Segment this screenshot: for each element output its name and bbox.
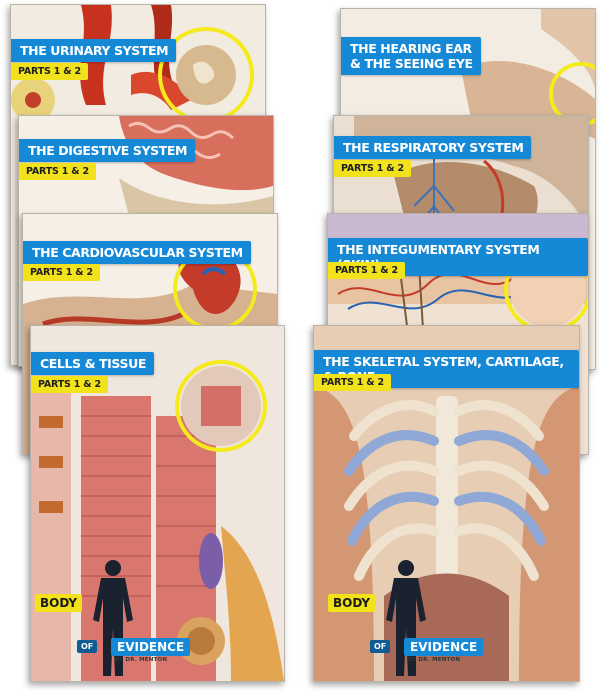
dvd-card-cells-tissue[interactable]: CELLS & TISSUE PARTS 1 & 2 BODY OF EVIDE… — [30, 325, 285, 682]
hearing-seeing-title: THE HEARING EAR & THE SEEING EYE — [341, 37, 481, 75]
cardiovascular-title: THE CARDIOVASCULAR SYSTEM — [23, 241, 251, 264]
logo-word-evidence: EVIDENCE — [111, 638, 191, 656]
logo-author: BY DR. MENTON — [115, 657, 168, 663]
digestive-title: THE DIGESTIVE SYSTEM — [19, 139, 196, 162]
right-column: THE HEARING EAR & THE SEEING EYE THE RES… — [300, 0, 600, 695]
logo-author: BY DR. MENTON — [408, 657, 461, 663]
integumentary-parts-label: PARTS 1 & 2 — [328, 262, 405, 279]
urinary-parts-label: PARTS 1 & 2 — [11, 63, 88, 80]
series-logo-left: BODY OF EVIDENCE BY DR. MENTON — [35, 558, 191, 676]
skeletal-parts-label: PARTS 1 & 2 — [314, 374, 391, 391]
logo-word-body: BODY — [328, 594, 376, 612]
logo-word-of: OF — [370, 640, 391, 653]
cardiovascular-parts-label: PARTS 1 & 2 — [23, 264, 100, 281]
cells-tissue-title: CELLS & TISSUE — [31, 352, 154, 375]
digestive-parts-label: PARTS 1 & 2 — [19, 163, 96, 180]
logo-word-evidence: EVIDENCE — [404, 638, 484, 656]
respiratory-parts-label: PARTS 1 & 2 — [334, 160, 411, 177]
cells-tissue-illustration — [31, 326, 284, 681]
series-logo-right: BODY OF EVIDENCE BY DR. MENTON — [328, 558, 484, 676]
urinary-title: THE URINARY SYSTEM — [11, 39, 177, 62]
respiratory-title: THE RESPIRATORY SYSTEM — [334, 136, 532, 159]
left-column: THE URINARY SYSTEM PARTS 1 & 2 THE DIGES… — [10, 4, 285, 682]
dvd-card-skeletal[interactable]: THE SKELETAL SYSTEM, CARTILAGE, & BONE P… — [313, 325, 580, 682]
logo-word-body: BODY — [35, 594, 83, 612]
logo-word-of: OF — [77, 640, 98, 653]
cells-tissue-parts-label: PARTS 1 & 2 — [31, 376, 108, 393]
